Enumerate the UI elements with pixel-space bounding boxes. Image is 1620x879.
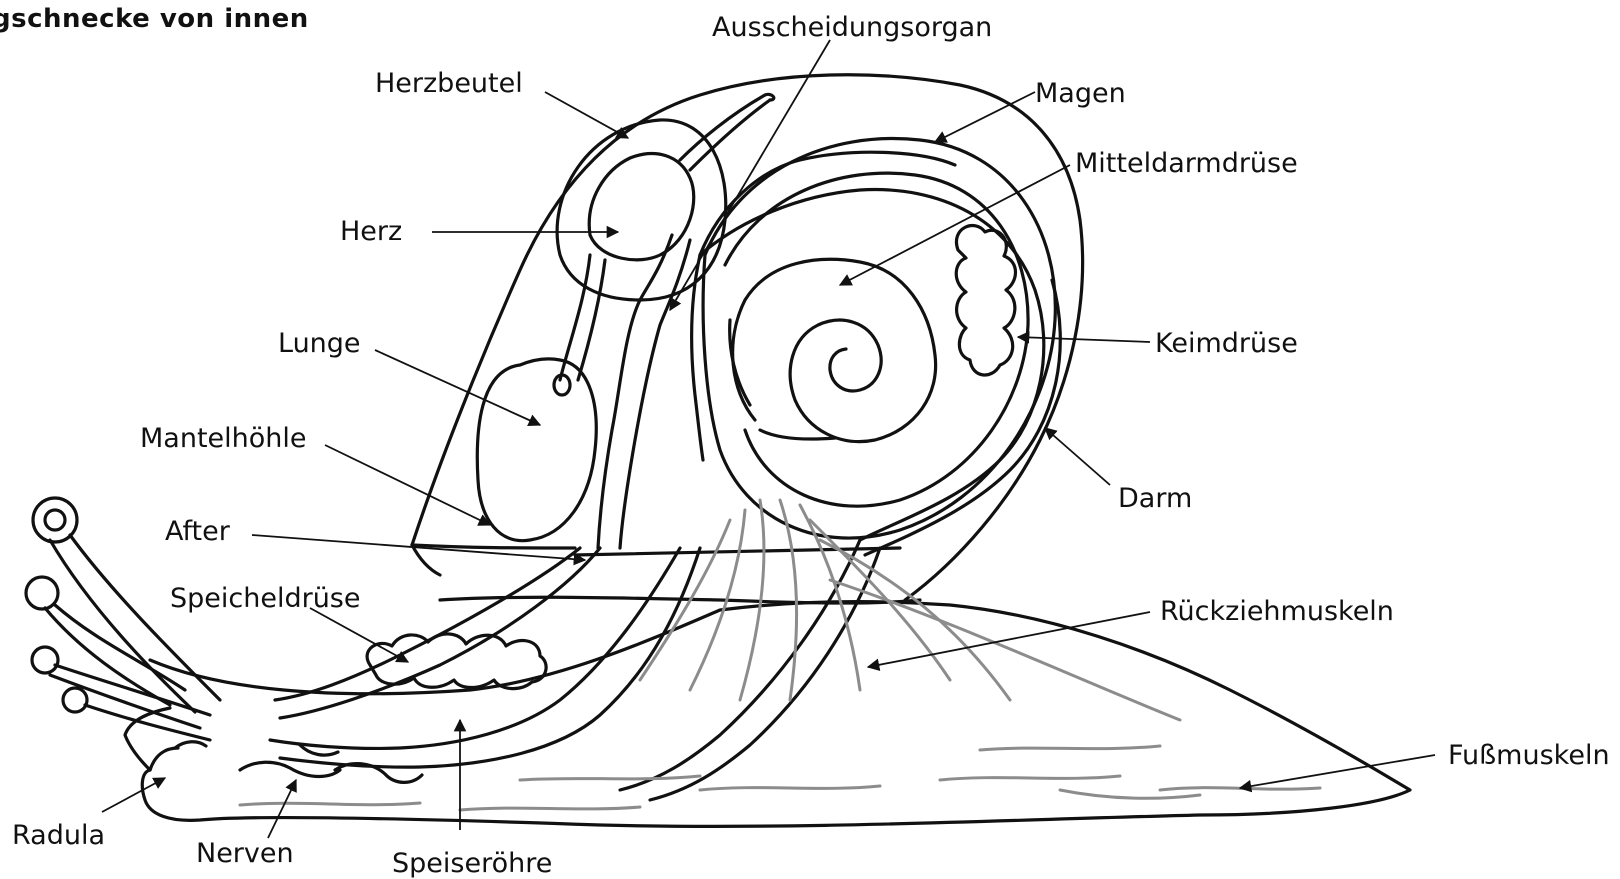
leader-radula: [102, 778, 165, 812]
label-speicheldruese: Speicheldrüse: [170, 585, 361, 612]
label-herzbeutel: Herzbeutel: [375, 70, 523, 97]
label-radula: Radula: [12, 822, 105, 849]
head-outline: [125, 708, 170, 770]
shell-outline: [412, 75, 1083, 600]
label-after: After: [165, 518, 230, 545]
herzbeutel-shape: [557, 120, 726, 300]
leader-nerven: [268, 780, 296, 838]
leader-herzbeutel: [545, 92, 628, 138]
leader-ausscheidungsorgan: [670, 40, 830, 310]
leader-mitteldarmdruese: [840, 165, 1070, 285]
leader-keimdruese: [1018, 337, 1150, 342]
herz-shape: [589, 154, 694, 260]
keimdruese-shape: [956, 226, 1015, 375]
leader-fussmuskeln: [1240, 755, 1435, 788]
label-rueckziehmuskeln: Rückziehmuskeln: [1160, 598, 1394, 625]
leader-speicheldruese: [310, 608, 408, 662]
label-herz: Herz: [340, 218, 402, 245]
label-speiseroehre: Speiseröhre: [392, 850, 552, 877]
leader-lunge: [375, 350, 540, 425]
leader-mantelhoehle: [325, 445, 490, 525]
label-mantelhoehle: Mantelhöhle: [140, 425, 307, 452]
label-keimdruese: Keimdrüse: [1155, 330, 1298, 357]
label-magen: Magen: [1035, 80, 1126, 107]
label-fussmuskeln: Fußmuskeln: [1448, 742, 1610, 769]
foot-outline: [142, 602, 1410, 827]
label-ausscheidungsorgan: Ausscheidungsorgan: [712, 14, 992, 41]
label-mitteldarmdruese: Mitteldarmdrüse: [1075, 150, 1298, 177]
leader-magen: [935, 92, 1035, 142]
label-darm: Darm: [1118, 485, 1192, 512]
label-nerven: Nerven: [196, 840, 294, 867]
lunge-shape: [477, 359, 596, 541]
leader-darm: [1045, 428, 1110, 485]
label-lunge: Lunge: [278, 330, 361, 357]
